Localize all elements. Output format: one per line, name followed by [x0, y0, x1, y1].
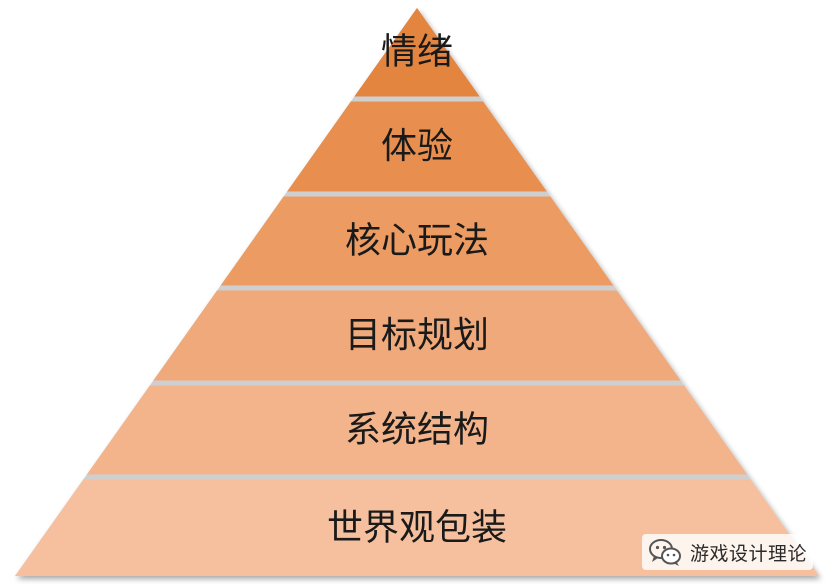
pyramid-level-1-label: 情绪	[381, 32, 453, 73]
pyramid-level-5	[86, 385, 748, 475]
pyramid-level-5-label: 系统结构	[345, 410, 489, 451]
pyramid-level-1	[354, 8, 480, 97]
pyramid-level-6-label: 世界观包装	[327, 507, 507, 548]
pyramid-level-2-label: 体验	[381, 126, 453, 167]
pyramid-level-2	[287, 101, 547, 192]
pyramid-level-4	[153, 290, 681, 381]
pyramid-level-3	[220, 196, 614, 286]
pyramid-level-6	[15, 479, 819, 576]
pyramid-level-4-label: 目标规划	[345, 315, 489, 356]
wechat-icon	[648, 539, 681, 566]
watermark-text: 游戏设计理论	[689, 542, 807, 565]
watermark: 游戏设计理论	[641, 534, 813, 570]
pyramid-level-3-label: 核心玩法	[345, 221, 489, 262]
